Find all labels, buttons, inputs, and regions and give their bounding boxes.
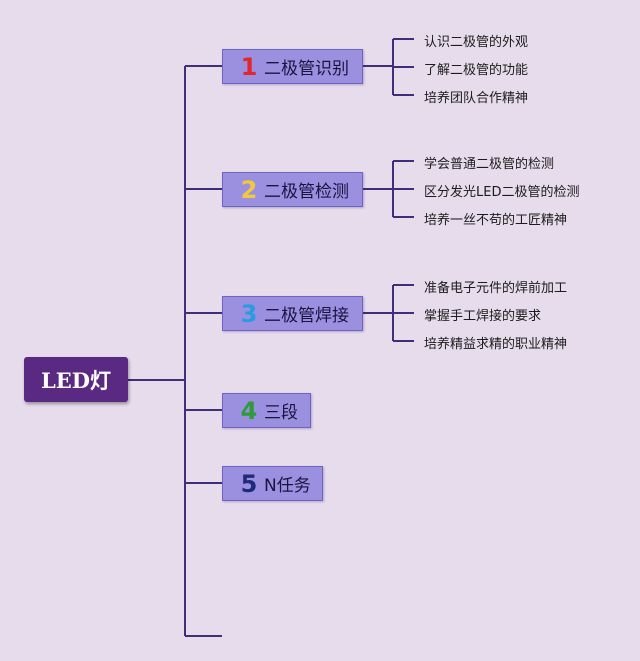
branch-node-1[interactable]: 1 二极管识别 — [222, 49, 363, 84]
branch-number-4: 4 — [240, 396, 258, 425]
branch-node-4[interactable]: 4 三段 — [222, 393, 311, 428]
branch-number-3: 3 — [240, 299, 258, 328]
leaf-item[interactable]: 掌握手工焊接的要求 — [424, 309, 542, 324]
branch-node-3[interactable]: 3 二极管焊接 — [222, 296, 363, 331]
branch-label-4: 三段 — [264, 403, 298, 423]
branch-label-2: 二极管检测 — [264, 182, 349, 202]
leaf-item[interactable]: 了解二极管的功能 — [424, 63, 529, 78]
leaf-item[interactable]: 学会普通二极管的检测 — [424, 157, 555, 172]
leaf-item[interactable]: 培养团队合作精神 — [424, 91, 529, 106]
branch-label-3: 二极管焊接 — [264, 306, 349, 326]
leaf-item[interactable]: 培养精益求精的职业精神 — [424, 337, 568, 352]
leaf-item[interactable]: 准备电子元件的焊前加工 — [424, 281, 568, 296]
root-node[interactable]: LED灯 — [24, 357, 128, 402]
branch-number-1: 1 — [240, 52, 258, 81]
branch-label-1: 二极管识别 — [264, 59, 349, 79]
leaf-item[interactable]: 培养一丝不苟的工匠精神 — [424, 213, 568, 228]
branch-label-5: N任务 — [264, 476, 311, 496]
leaf-item[interactable]: 区分发光LED二极管的检测 — [424, 185, 580, 200]
leaf-item[interactable]: 认识二极管的外观 — [424, 35, 529, 50]
branch-number-5: 5 — [240, 469, 258, 498]
branch-number-2: 2 — [240, 175, 258, 204]
branch-node-2[interactable]: 2 二极管检测 — [222, 172, 363, 207]
branch-node-5[interactable]: 5 N任务 — [222, 466, 323, 501]
